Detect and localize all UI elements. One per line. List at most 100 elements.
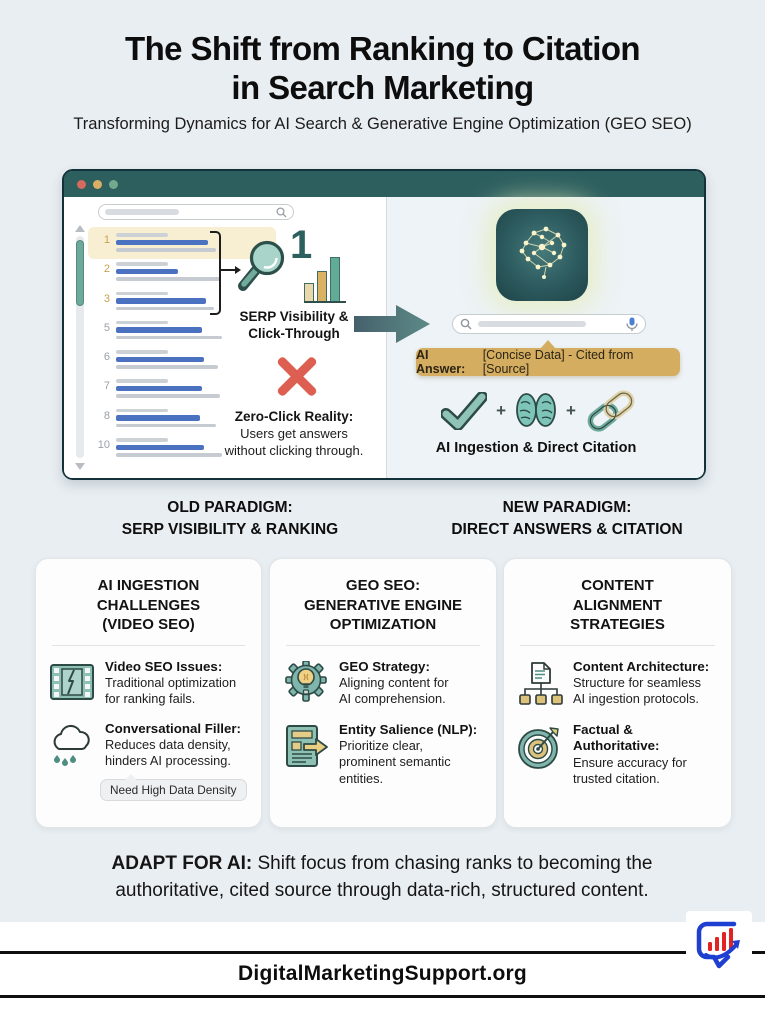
card-content-alignment: CONTENT ALIGNMENT STRATEGIES Content A	[503, 558, 732, 828]
browser-titlebar	[64, 171, 704, 197]
paradigm-shift-arrow-icon	[354, 305, 430, 343]
old-paradigm-label: OLD PARADIGM: SERP VISIBILITY & RANKING	[121, 499, 339, 538]
result-number: 2	[103, 263, 110, 276]
card-title: AI INGESTION CHALLENGES (VIDEO SEO)	[96, 577, 201, 633]
document-arrow-icon	[282, 722, 330, 787]
serp-result-row[interactable]: 8	[92, 406, 282, 435]
result-number: 7	[103, 380, 110, 393]
ai-brain-app-icon[interactable]	[496, 209, 588, 301]
brand-name[interactable]: DigitalMarketingSupport.org	[238, 962, 527, 985]
item-body: Reduces data density, hinders AI process…	[105, 737, 231, 769]
browser-window: 1 2 3 5 6	[62, 169, 706, 480]
serp-search-input[interactable]	[98, 204, 294, 220]
ai-answer-text: [Concise Data] - Cited from [Source]	[482, 348, 634, 376]
serp-result-list: 1 2 3 5 6	[92, 230, 282, 464]
ai-search-input[interactable]	[452, 314, 646, 334]
chain-link-icon	[587, 390, 635, 432]
search-icon	[276, 206, 287, 217]
traffic-light-yellow-icon[interactable]	[93, 179, 102, 189]
scrollbar-thumb[interactable]	[76, 240, 84, 306]
citation-icon-row: + +	[394, 385, 684, 437]
result-number: 1	[103, 234, 110, 246]
top-results-bracket	[210, 231, 221, 315]
serp-result-row[interactable]: 10	[92, 435, 282, 464]
scroll-down-icon[interactable]	[75, 463, 85, 470]
card-geo-seo: GEO SEO: GENERATIVE ENGINE OPTIMIZATION	[269, 558, 497, 828]
zero-click-body: Users get answers without clicking throu…	[224, 426, 364, 458]
search-placeholder-bar	[478, 321, 586, 327]
item-body: Prioritize clear, prominent semantic ent…	[339, 738, 451, 786]
page-subtitle: Transforming Dynamics for AI Search & Ge…	[73, 115, 692, 133]
page-title: The Shift from Ranking to Citation in Se…	[125, 30, 641, 106]
red-x-icon	[270, 349, 324, 403]
result-number: 3	[103, 292, 110, 305]
scrollbar-track[interactable]	[76, 236, 84, 458]
serp-visibility-label: SERP Visibility & Click-Through	[239, 309, 349, 341]
new-paradigm-label: NEW PARADIGM: DIRECT ANSWERS & CITATION	[451, 499, 683, 538]
card-item: Video SEO Issues: Traditional optimizati…	[48, 659, 251, 708]
card-item: Content Architecture: Structure for seam…	[516, 659, 721, 709]
serp-result-row[interactable]: 3	[92, 289, 282, 318]
zero-click-title: Zero-Click Reality:	[234, 409, 354, 424]
cta-text: ADAPT FOR AI: Shift focus from chasing r…	[72, 851, 692, 905]
target-dart-icon	[516, 722, 564, 788]
traffic-light-green-icon[interactable]	[109, 179, 118, 189]
mic-icon[interactable]	[626, 317, 638, 332]
plus-sign: +	[566, 401, 576, 420]
cta-rest: Shift focus from chasing ranks to becomi…	[115, 853, 653, 901]
serp-result-row[interactable]: 7	[92, 376, 282, 405]
broken-film-icon	[48, 659, 96, 708]
ai-answer-callout: AI Answer: [Concise Data] - Cited from […	[416, 340, 680, 376]
data-density-tag: Need High Data Density	[100, 773, 247, 801]
footer-divider-bottom	[0, 995, 765, 998]
item-head: Entity Salience (NLP):	[339, 721, 478, 737]
card-item: Conversational Filler: Reduces data dens…	[48, 721, 251, 770]
item-body: Traditional optimization for ranking fai…	[105, 675, 237, 707]
browser-body: 1 2 3 5 6	[64, 197, 704, 478]
item-head: GEO Strategy:	[339, 658, 430, 674]
item-head: Factual & Authoritative:	[573, 721, 660, 754]
card-title: CONTENT ALIGNMENT STRATEGIES	[570, 577, 665, 633]
check-icon	[441, 392, 488, 430]
scroll-up-icon[interactable]	[75, 225, 85, 232]
item-body: Ensure accuracy for trusted citation.	[573, 754, 687, 786]
card-divider	[52, 644, 245, 646]
rank-number-one: 1	[290, 223, 313, 267]
card-divider	[520, 644, 715, 646]
card-title: GEO SEO: GENERATIVE ENGINE OPTIMIZATION	[303, 577, 463, 633]
plus-sign: +	[496, 401, 506, 420]
content-architecture-icon	[516, 659, 564, 709]
bar-chart-icon	[304, 255, 346, 303]
serp-result-row[interactable]: 2	[92, 259, 282, 288]
card-item: Entity Salience (NLP): Prioritize clear,…	[282, 722, 486, 787]
serp-result-row[interactable]: 5	[92, 318, 282, 347]
serp-result-row[interactable]: 6	[92, 347, 282, 376]
card-item: GEO Strategy: Aligning content for AI co…	[282, 659, 486, 709]
item-head: Video SEO Issues:	[105, 658, 223, 674]
rain-cloud-icon	[48, 721, 96, 770]
result-number: 6	[103, 351, 110, 364]
cta-bold: ADAPT FOR AI:	[111, 853, 253, 874]
gear-bulb-icon	[282, 659, 330, 709]
card-divider	[286, 644, 480, 646]
card-ai-ingestion-challenges: AI INGESTION CHALLENGES (VIDEO SEO)	[35, 558, 262, 828]
item-body: Aligning content for AI comprehension.	[339, 675, 449, 707]
item-head: Content Architecture:	[573, 658, 710, 674]
item-body: Structure for seamless AI ingestion prot…	[573, 675, 702, 707]
footer-band	[0, 922, 765, 1024]
ai-ingestion-label: AI Ingestion & Direct Citation	[435, 440, 637, 456]
brain-icon	[516, 393, 556, 427]
brand-logo-icon	[686, 911, 752, 977]
item-head: Conversational Filler:	[105, 720, 241, 736]
search-icon	[460, 318, 472, 330]
ai-answer-label: AI Answer:	[416, 348, 466, 376]
magnifier-icon	[238, 240, 285, 291]
serp-result-row[interactable]: 1	[92, 230, 282, 259]
bracket-arrow-icon	[221, 266, 241, 274]
result-number: 8	[103, 409, 110, 422]
traffic-light-red-icon[interactable]	[77, 179, 86, 189]
search-placeholder-bar	[105, 209, 179, 215]
result-number: 5	[103, 321, 110, 334]
card-item: Factual & Authoritative: Ensure accuracy…	[516, 722, 721, 788]
